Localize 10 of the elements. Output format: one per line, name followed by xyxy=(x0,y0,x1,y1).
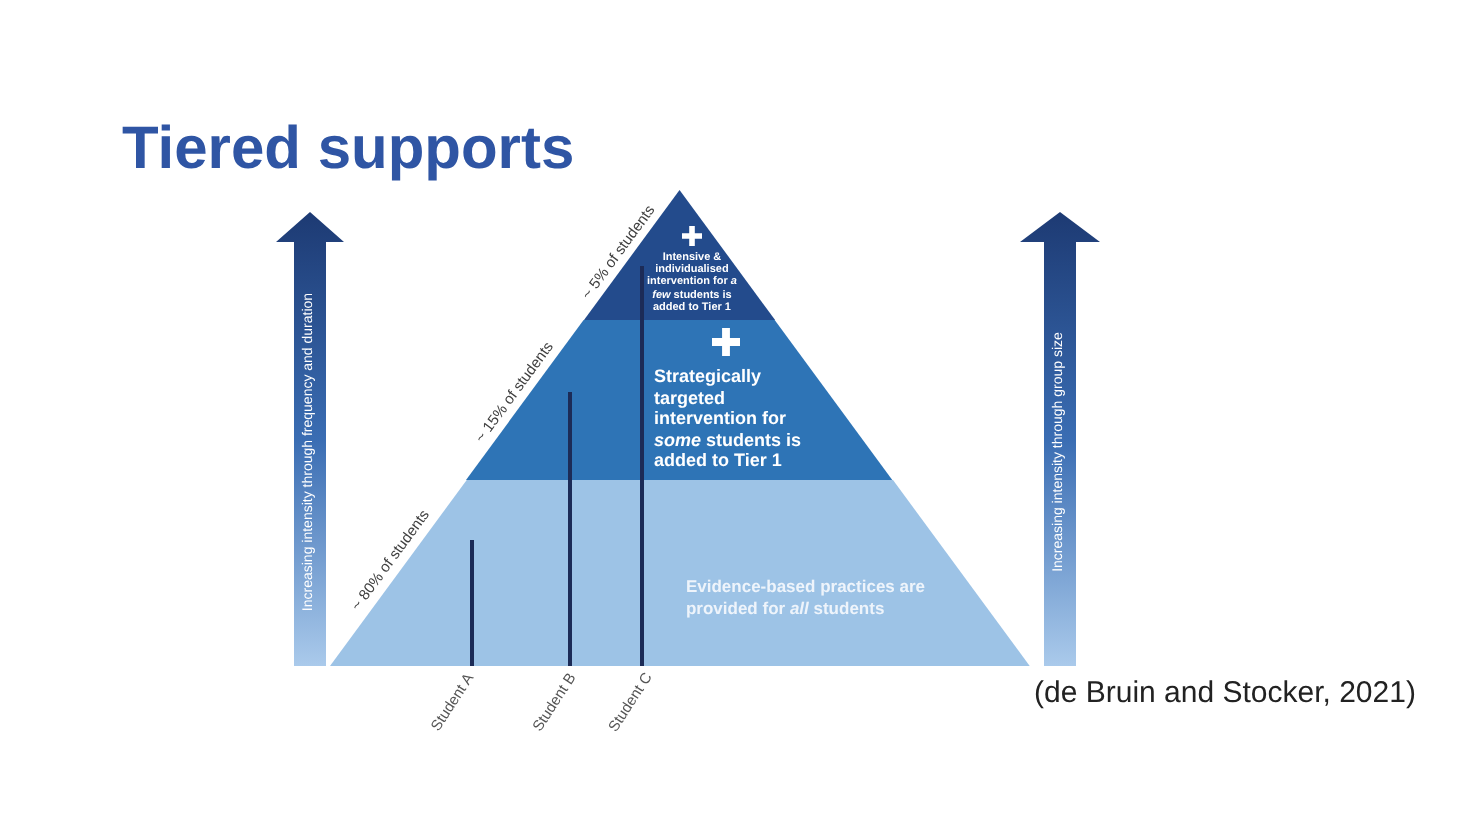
upward-arrow xyxy=(1020,212,1100,666)
upward-arrow xyxy=(276,212,344,666)
title: Tiered supports xyxy=(122,116,575,184)
citation: (de Bruin and Stocker, 2021) xyxy=(1034,676,1416,712)
pyramid-tier xyxy=(584,190,776,320)
tier-text: Strategically targeted intervention for some students is added to Tier 1 xyxy=(653,366,804,471)
tier-text: Evidence-based practices are provided for all students xyxy=(685,576,928,620)
student-level-bar xyxy=(469,540,474,666)
pyramid-tier xyxy=(466,320,894,480)
pyramid-tier xyxy=(330,480,1030,666)
